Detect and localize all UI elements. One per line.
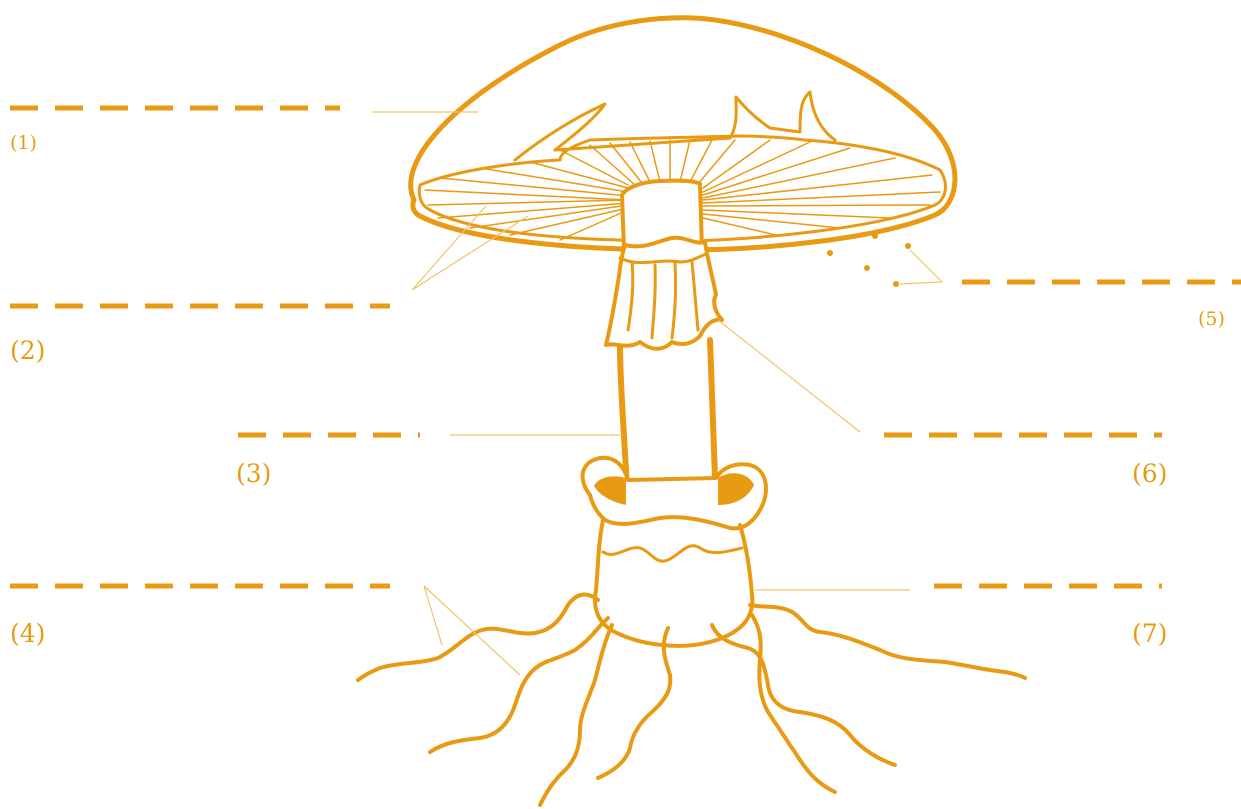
gill-plate xyxy=(417,134,947,243)
answer-blanks xyxy=(10,105,1241,589)
leader-lines xyxy=(372,111,944,676)
label-1: (1) xyxy=(10,132,37,154)
label-3: (3) xyxy=(236,459,272,488)
label-7: (7) xyxy=(1132,619,1168,648)
label-4: (4) xyxy=(10,619,46,648)
volva-wave xyxy=(601,544,744,563)
label-6: (6) xyxy=(1132,459,1168,488)
label-2: (2) xyxy=(10,336,46,365)
ring-folds xyxy=(618,252,708,340)
cap-tear-middle xyxy=(553,90,837,152)
volva-rim xyxy=(580,455,768,531)
volva-inner-left xyxy=(594,476,626,505)
label-5: (5) xyxy=(1198,308,1225,330)
gill-lines xyxy=(424,139,941,241)
cap-tear-left xyxy=(513,102,607,162)
cap-outline xyxy=(408,15,958,253)
stem-top xyxy=(620,178,704,252)
volva-body xyxy=(593,518,755,648)
volva-inner-right xyxy=(718,473,754,505)
spore-dots xyxy=(827,233,911,287)
mycelium xyxy=(356,592,1027,807)
